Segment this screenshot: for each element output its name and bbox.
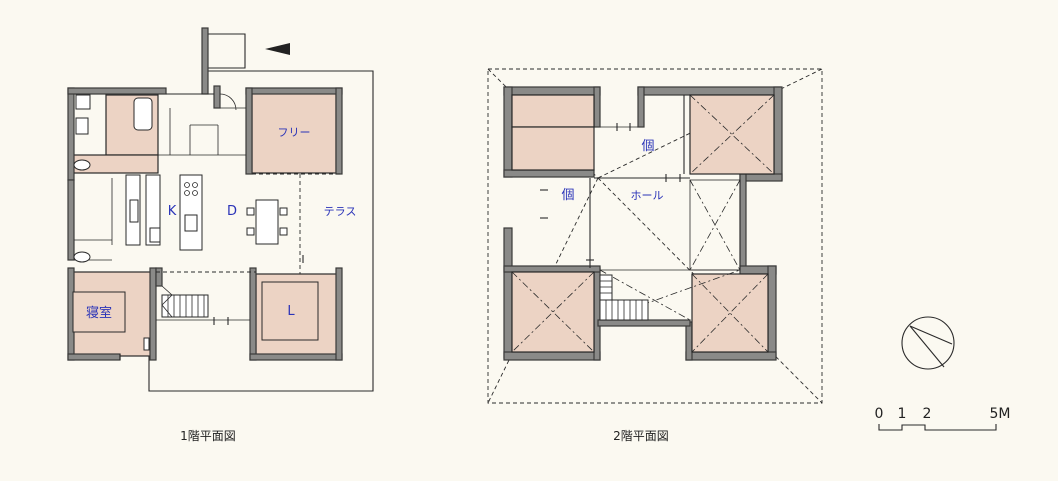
- scale-tick-5m: 5M: [990, 406, 1011, 422]
- floor1-wall-living-west: [249, 267, 257, 361]
- floor2-wall-east: [739, 173, 747, 271]
- scale-tick-2: 2: [923, 406, 932, 422]
- floor1-toilet-icon: [73, 251, 91, 263]
- floor1-wall-hall: [213, 85, 221, 109]
- floor1-wall-bedroom-east: [149, 267, 157, 361]
- floor1-wall-free-east: [335, 87, 343, 175]
- floor2-wall-se-right: [767, 265, 777, 360]
- floor1-wall-stair: [155, 267, 163, 287]
- floor1-toilet-icon: [73, 159, 91, 171]
- floor1-bathtub: [133, 97, 153, 131]
- floor2-wall-nw-bottom: [503, 169, 595, 178]
- floor1-wall-living-east: [335, 267, 343, 361]
- floor1-wall-north-free: [245, 87, 343, 95]
- dining-chair-icon: [279, 227, 288, 236]
- floor2-wall-sw-right: [593, 267, 601, 361]
- room-label-bedroom: 寝室: [86, 305, 112, 321]
- dining-chair-icon: [246, 227, 255, 236]
- entrance-arrow-icon: [265, 43, 290, 55]
- floor1-dining-table: [255, 199, 279, 245]
- floor2-wall-sw-left: [503, 227, 513, 359]
- floor2-storage-bottom: [511, 126, 595, 171]
- floor2-storage-top: [511, 94, 595, 128]
- floor2-wall-sw-top: [503, 265, 601, 273]
- floor1-caption: 1階平面図: [180, 428, 236, 443]
- room-label-free: フリー: [278, 126, 311, 139]
- floor2-wall-ne-right: [773, 86, 783, 181]
- floor1-entrance-porch: [208, 33, 246, 69]
- floor1-kitchen-island: [179, 174, 203, 251]
- floor1-plan: フリー K D テラス 寝室 L 1階平面図: [67, 27, 374, 443]
- floor2-wall-sw-bottom: [503, 351, 601, 361]
- floor1-entrance-wall: [201, 27, 209, 95]
- floor2-wall-nw-left: [503, 86, 513, 178]
- floor2-wall-ne-left: [637, 86, 645, 128]
- room-label-kitchen: K: [168, 204, 177, 219]
- floor1-bed: [72, 291, 126, 333]
- floor1-living-sofa-area: [261, 281, 319, 341]
- floor1-wall-free-west: [245, 87, 253, 175]
- dining-chair-icon: [279, 207, 288, 216]
- room-label-terrace: テラス: [324, 205, 357, 218]
- floor2-wall-se-bottom: [685, 351, 777, 361]
- room-label-dining: D: [227, 204, 237, 219]
- room-label-living: L: [287, 304, 295, 319]
- floor2-caption: 2階平面図: [613, 428, 669, 443]
- room-label-private-left: 個: [561, 188, 574, 203]
- scale-tick-1: 1: [898, 406, 907, 422]
- scale-bar: 0 1 2 5M: [875, 406, 1011, 431]
- floor2-wall-ne-top: [637, 86, 782, 96]
- floor2-wall-se-left: [685, 321, 693, 361]
- compass-icon: [901, 316, 955, 370]
- floor1-wall-west-upper: [67, 87, 75, 181]
- floor1-free-room: [251, 92, 337, 174]
- floor2-roof-outline: [487, 68, 823, 404]
- floor1-wash-basin: [75, 117, 89, 135]
- floor2-plan: 個 個 ホール 2階平面図: [487, 68, 823, 443]
- scale-tick-0: 0: [875, 406, 884, 422]
- room-label-hall: ホール: [631, 189, 664, 202]
- room-label-private-right: 個: [641, 139, 654, 154]
- floor1-wall-south-bedroom: [67, 353, 121, 361]
- floor1-wall-west-mid: [67, 179, 75, 261]
- floor2-stairs: [599, 274, 649, 321]
- dining-chair-icon: [246, 207, 255, 216]
- floor2-wall-nw-top: [503, 86, 601, 96]
- floor1-door-swing: [219, 93, 237, 111]
- floor2-wall-nw-right: [593, 86, 601, 128]
- floor2-wall-stair-bottom: [597, 319, 691, 327]
- floor1-wall-north-left: [67, 87, 167, 95]
- floor1-site-outline: [148, 70, 374, 392]
- floor1-stairs: [161, 285, 209, 318]
- floor1-wall-living-south: [249, 353, 343, 361]
